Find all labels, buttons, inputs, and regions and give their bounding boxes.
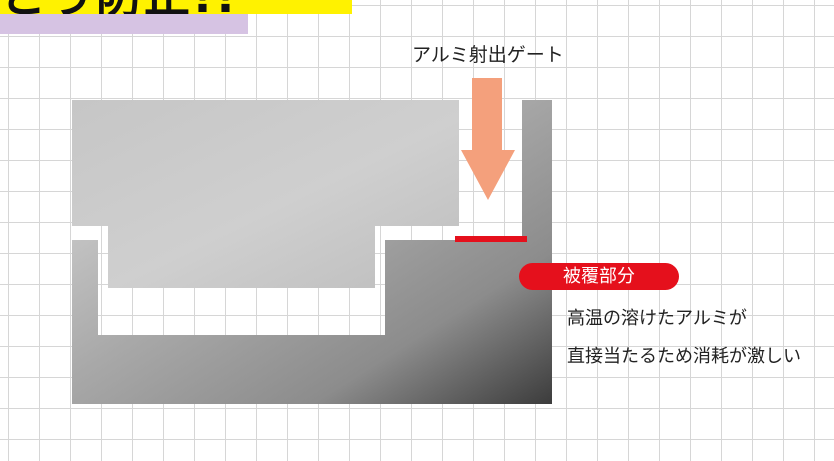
title-highlight: とう防止!! (0, 0, 352, 14)
description-line-1: 高温の溶けたアルミが (567, 308, 747, 329)
description-line-2: 直接当たるため消耗が激しい (567, 346, 801, 367)
upper-mold (72, 100, 459, 288)
page-title: とう防止!! (0, 0, 238, 14)
gate-arrow (461, 78, 515, 200)
coating-badge: 被覆部分 (519, 263, 679, 290)
gate-label: アルミ射出ゲート (412, 44, 564, 66)
coating-line (455, 236, 527, 242)
lower-mold (72, 100, 552, 404)
